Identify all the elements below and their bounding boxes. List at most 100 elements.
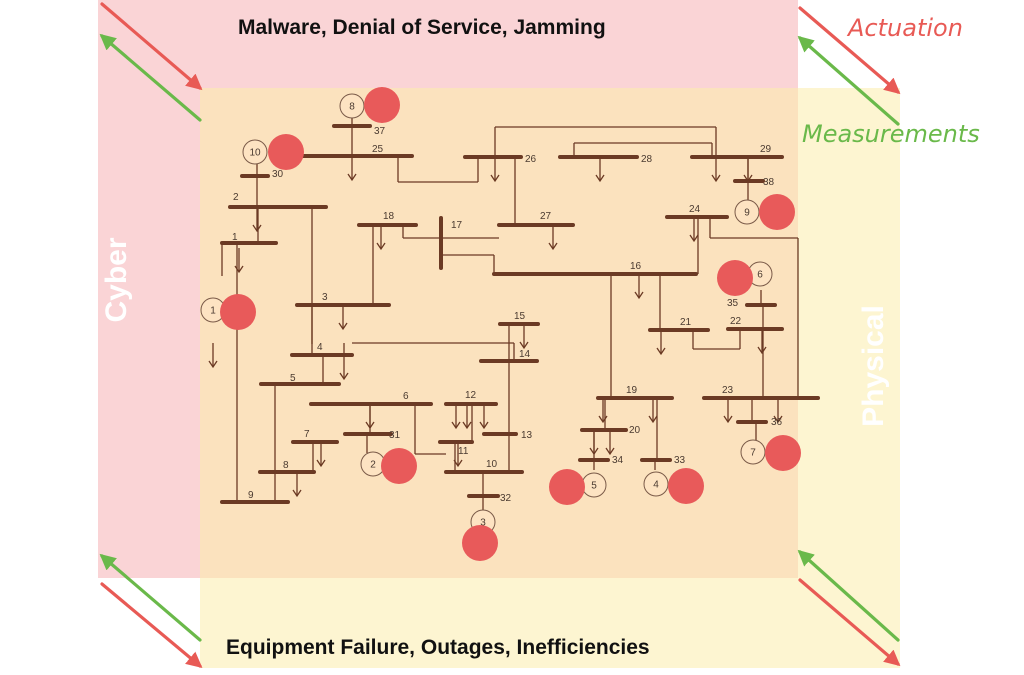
generator-10-icon [242,139,268,165]
attack-marker-2 [381,448,417,484]
actuation-arrow [100,582,203,669]
load-arrow-icon [589,447,599,456]
attack-marker-4 [668,468,704,504]
load-arrow-icon [376,242,386,251]
bus-label-18: 18 [383,211,395,222]
load-arrow-icon [598,415,608,424]
generator-5-label: 5 [591,481,597,492]
load-arrow-icon [648,415,658,424]
load-arrow-icon [365,421,375,430]
bus-label-23: 23 [722,385,734,396]
flow-arrows [99,2,901,669]
load-arrow-icon [338,322,348,331]
bus-label-10: 10 [486,459,498,470]
load-arrow-icon [595,174,605,183]
bus-label-3: 3 [322,292,328,303]
attack-marker-3 [462,525,498,561]
bus-label-34: 34 [612,455,624,466]
load-arrow-icon [316,459,326,468]
load-arrow-icon [339,372,349,381]
load-arrow-icon [462,421,472,430]
bus-label-12: 12 [465,390,477,401]
load-arrow-icon [519,341,529,350]
generator-8-icon [339,93,365,119]
attack-marker-8 [364,87,400,123]
bus-label-25: 25 [372,144,384,155]
bus-label-38: 38 [763,177,775,188]
actuation-label: Actuation [848,14,963,42]
load-arrow-icon [234,265,244,274]
generator-9-label: 9 [744,208,750,219]
attack-marker-7 [765,435,801,471]
actuation-arrow [100,2,203,91]
bus-label-1: 1 [232,232,238,243]
attack-marker-1 [220,294,256,330]
load-arrow-icon [656,347,666,356]
bus-label-8: 8 [283,460,289,471]
attack-markers [220,87,801,561]
physical-threats-label: Equipment Failure, Outages, Inefficienci… [226,636,650,659]
load-arrow-icon [252,224,262,233]
load-arrow-icon [634,291,644,300]
bus-label-22: 22 [730,316,742,327]
load-arrow-icon [453,459,463,468]
bus-label-29: 29 [760,144,772,155]
bus-label-32: 32 [500,493,512,504]
bus-label-20: 20 [629,425,641,436]
load-arrow-icon [605,447,615,456]
load-arrow-icon [451,421,461,430]
load-arrow-icon [689,234,699,243]
bus-label-7: 7 [304,429,310,440]
bus-label-4: 4 [317,342,323,353]
generator-10-label: 10 [249,148,261,159]
bus-label-21: 21 [680,317,692,328]
load-arrow-icon [773,415,783,424]
load-arrow-icon [548,242,558,251]
generator-8-label: 8 [349,102,355,113]
measurement-arrow [797,549,900,642]
bus-label-16: 16 [630,261,642,272]
bus-label-15: 15 [514,311,526,322]
cyber-threats-label: Malware, Denial of Service, Jamming [238,16,606,39]
transmission-lines [221,114,799,510]
generator-2-label: 2 [370,460,376,471]
load-arrow-icon [347,173,357,182]
generator-1-label: 1 [210,306,216,317]
generator-7-label: 7 [750,448,756,459]
load-arrow-icon [208,360,218,369]
bus-label-37: 37 [374,126,386,137]
bus-label-6: 6 [403,391,409,402]
physical-layer-region [200,88,900,668]
physical-layer-label: Physical [857,305,890,427]
load-arrow-icon [711,174,721,183]
load-arrow-icon [723,415,733,424]
bus-label-26: 26 [525,154,537,165]
bus-label-5: 5 [290,373,296,384]
bus-label-36: 36 [771,417,783,428]
load-arrow-icon [490,174,500,183]
bus-label-33: 33 [674,455,686,466]
measurement-arrow [797,35,900,126]
attack-marker-6 [717,260,753,296]
attack-marker-9 [759,194,795,230]
load-arrows [208,156,783,498]
bus-label-31: 31 [389,430,401,441]
measurement-arrow [99,553,202,642]
actuation-arrow [798,6,901,95]
bus-label-28: 28 [641,154,653,165]
load-arrow-icon [292,489,302,498]
bus-label-27: 27 [540,211,552,222]
bus-bars [220,124,820,504]
measurement-arrow [99,33,202,122]
generator-6-label: 6 [757,270,763,281]
load-arrow-icon [757,346,767,355]
measurements-label: Measurements [802,120,980,148]
bus-label-19: 19 [626,385,638,396]
actuation-arrow [798,578,901,667]
bus-label-17: 17 [451,220,463,231]
load-arrow-icon [479,421,489,430]
generator-4-label: 4 [653,480,659,491]
